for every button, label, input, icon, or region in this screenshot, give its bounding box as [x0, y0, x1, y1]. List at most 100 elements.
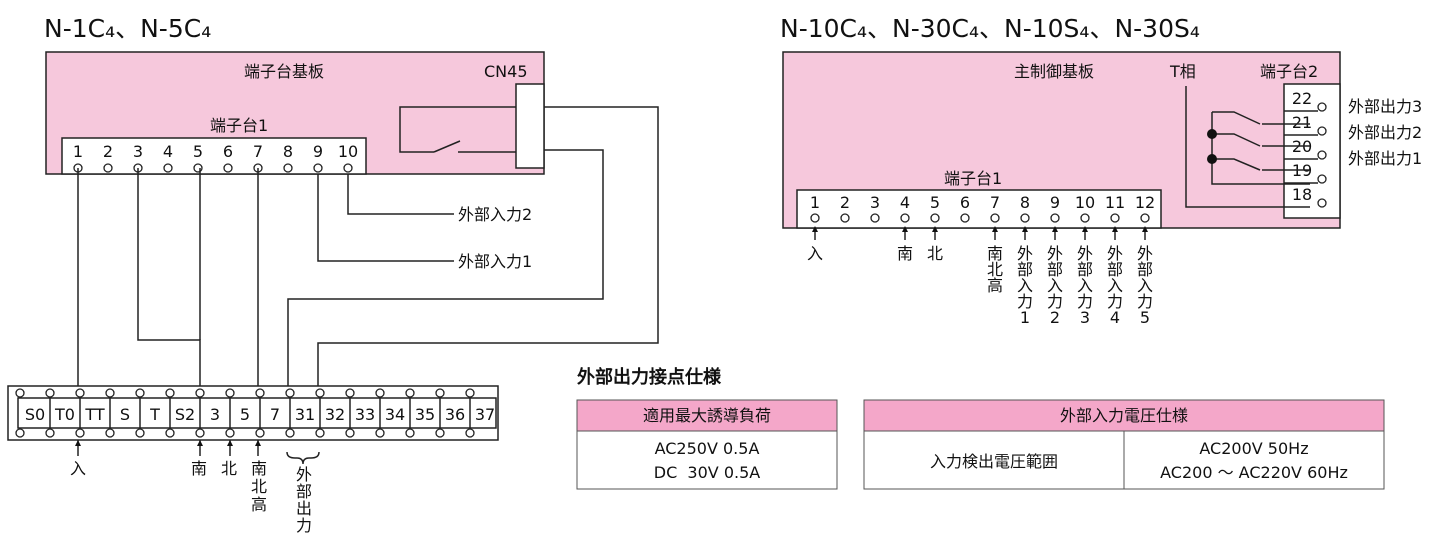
bottom-terminal-hole-bottom	[285, 428, 295, 438]
right-terminal-number: 2	[840, 193, 850, 212]
bottom-terminal-hole-top	[75, 388, 85, 398]
junction-dot-1	[1207, 129, 1217, 139]
left-terminal-number: 8	[283, 142, 293, 161]
right-title: N-10C₄、N-30C₄、N-10S₄、N-30S₄	[780, 14, 1200, 43]
left-terminal-number: 1	[73, 142, 83, 161]
bottom-terminal-hole-top	[375, 388, 385, 398]
left-terminal-hole	[343, 163, 353, 173]
right-terminal-label-char: 入	[807, 244, 823, 263]
cn45-connector	[515, 83, 545, 169]
right-terminal-label-char: 入	[1017, 276, 1033, 295]
tb2-terminal-number: 22	[1292, 89, 1312, 108]
left-label-ns-high: 南北高	[251, 459, 267, 514]
bottom-terminal-label: TT	[84, 405, 104, 424]
right-terminal-number: 12	[1135, 193, 1155, 212]
voltage-value-1: AC200V 50Hz	[1199, 439, 1308, 458]
bottom-terminal-hole-bottom	[105, 428, 115, 438]
bottom-terminal-label: S2	[175, 405, 195, 424]
bottom-terminal-hole-bottom	[135, 428, 145, 438]
right-terminal-labels: 入南北南北高外部入力1外部入力2外部入力3外部入力4外部入力5	[807, 226, 1153, 327]
right-terminal-hole	[870, 213, 880, 223]
left-terminal-hole	[193, 163, 203, 173]
right-terminal-label-char: 外	[1017, 244, 1033, 263]
tb2-terminal-number: 21	[1292, 113, 1312, 132]
bottom-terminal-label: S0	[25, 405, 45, 424]
cn45-label: CN45	[484, 62, 528, 81]
right-terminal-label-char: 4	[1110, 308, 1120, 327]
bottom-terminal-label: T	[149, 405, 160, 424]
bottom-terminal-hole-bottom	[75, 428, 85, 438]
right-terminal-label-char: 部	[1137, 260, 1153, 279]
right-terminal-hole	[990, 213, 1000, 223]
bottom-terminal-hole-top	[225, 388, 235, 398]
left-terminal-hole	[223, 163, 233, 173]
bottom-terminal-hole-top	[315, 388, 325, 398]
bottom-terminal-hole-bottom	[225, 428, 235, 438]
voltage-value-2: AC200 ～ AC220V 60Hz	[1160, 463, 1348, 482]
bottom-terminal-label: 34	[385, 405, 405, 424]
bottom-terminal-label: 5	[240, 405, 250, 424]
right-board-label: 主制御基板	[1014, 62, 1094, 81]
bottom-terminal-hole-top	[435, 388, 445, 398]
right-terminal-label-char: 南	[897, 244, 913, 263]
right-arrow-head	[1112, 226, 1118, 232]
right-terminal-label-char: 入	[1077, 276, 1093, 295]
ext-out2-label: 外部出力2	[1348, 123, 1422, 142]
right-arrow-head	[902, 226, 908, 232]
right-terminal-label-char: 力	[1047, 292, 1063, 311]
bottom-terminal-label: 33	[355, 405, 375, 424]
right-terminal-label-char: 高	[987, 276, 1003, 295]
ext-out1-label: 外部出力1	[1348, 149, 1422, 168]
load-header-cell	[576, 399, 838, 432]
terminal-block2-label: 端子台2	[1260, 62, 1318, 81]
left-ext-out-char: 出	[296, 499, 312, 518]
right-terminal-hole	[1140, 213, 1150, 223]
voltage-row-label-cell	[863, 430, 1125, 490]
bottom-terminal-label: 3	[210, 405, 220, 424]
right-terminal-label-char: 入	[1137, 276, 1153, 295]
bottom-terminal-hole-top	[195, 388, 205, 398]
bottom-arrow-head	[255, 440, 261, 446]
right-terminal-hole	[930, 213, 940, 223]
bottom-terminal-hole-top	[135, 388, 145, 398]
left-terminal-hole	[103, 163, 113, 173]
right-terminal-number: 10	[1075, 193, 1095, 212]
right-terminal-block1	[796, 189, 1162, 229]
contact-3	[1212, 111, 1261, 125]
bottom-terminal-hole-bottom	[375, 428, 385, 438]
bottom-terminal-hole-bottom	[15, 428, 25, 438]
left-ns-high-char: 南	[251, 459, 267, 478]
left-bottom-terminal-strip	[7, 385, 499, 441]
left-terminal-hole	[163, 163, 173, 173]
right-terminal-label-char: 力	[1077, 292, 1093, 311]
right-terminal-label-char: 南	[987, 244, 1003, 263]
load-value-ac: AC250V 0.5A	[655, 439, 760, 458]
right-terminal-label-char: 2	[1050, 308, 1060, 327]
bottom-arrow-head	[75, 440, 81, 446]
bottom-terminal-hole-bottom	[435, 428, 445, 438]
left-ext-out-char: 部	[296, 482, 312, 501]
right-terminal-number: 8	[1020, 193, 1030, 212]
right-terminal-label-char: 外	[1047, 244, 1063, 263]
bottom-arrow-head	[197, 440, 203, 446]
bottom-terminal-hole-top	[345, 388, 355, 398]
left-ns-high-char: 北	[251, 477, 267, 496]
right-terminal-number: 1	[810, 193, 820, 212]
t-phase-wire	[1185, 86, 1310, 208]
right-arrow-head	[1022, 226, 1028, 232]
left-label-ext-out: 外部出力	[296, 465, 312, 535]
left-terminal-number: 4	[163, 142, 173, 161]
right-arrow-head	[1082, 226, 1088, 232]
right-arrow-head	[1052, 226, 1058, 232]
contact-2	[1212, 133, 1261, 147]
bottom-terminal-label: T0	[54, 405, 75, 424]
right-terminal-label-char: 外	[1077, 244, 1093, 263]
left-ext-out-char: 力	[296, 516, 312, 535]
right-terminal-label-char: 部	[1047, 260, 1063, 279]
right-arrow-head	[812, 226, 818, 232]
bottom-terminal-hole-bottom	[315, 428, 325, 438]
right-terminal-hole	[1080, 213, 1090, 223]
